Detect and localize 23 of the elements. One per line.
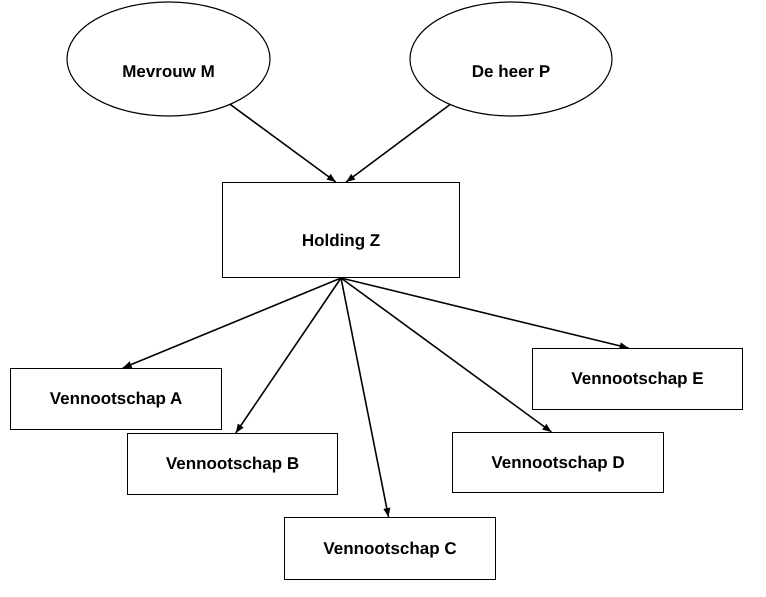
entity-box xyxy=(222,182,460,278)
node-label: Vennootschap C xyxy=(323,538,457,560)
entity-box xyxy=(532,348,743,410)
arrow xyxy=(230,104,336,183)
arrow xyxy=(122,277,342,369)
node-label: Holding Z xyxy=(302,230,380,252)
node-label: Vennootschap E xyxy=(571,368,704,390)
person-ellipse xyxy=(66,1,271,117)
person-ellipse xyxy=(409,1,613,117)
entity-box xyxy=(452,432,664,493)
entity-box xyxy=(127,433,338,495)
entity-box xyxy=(10,368,222,430)
arrow xyxy=(346,104,451,183)
arrow xyxy=(340,278,390,518)
node-label: Vennootschap A xyxy=(50,388,182,410)
arrow xyxy=(340,277,629,350)
node-label: De heer P xyxy=(472,61,550,84)
node-label: Vennootschap B xyxy=(166,453,300,476)
node-label: Mevrouw M xyxy=(122,61,215,84)
entity-box xyxy=(284,517,496,580)
node-label: Vennootschap D xyxy=(491,452,625,474)
arrow xyxy=(340,277,552,433)
arrow xyxy=(235,278,342,434)
